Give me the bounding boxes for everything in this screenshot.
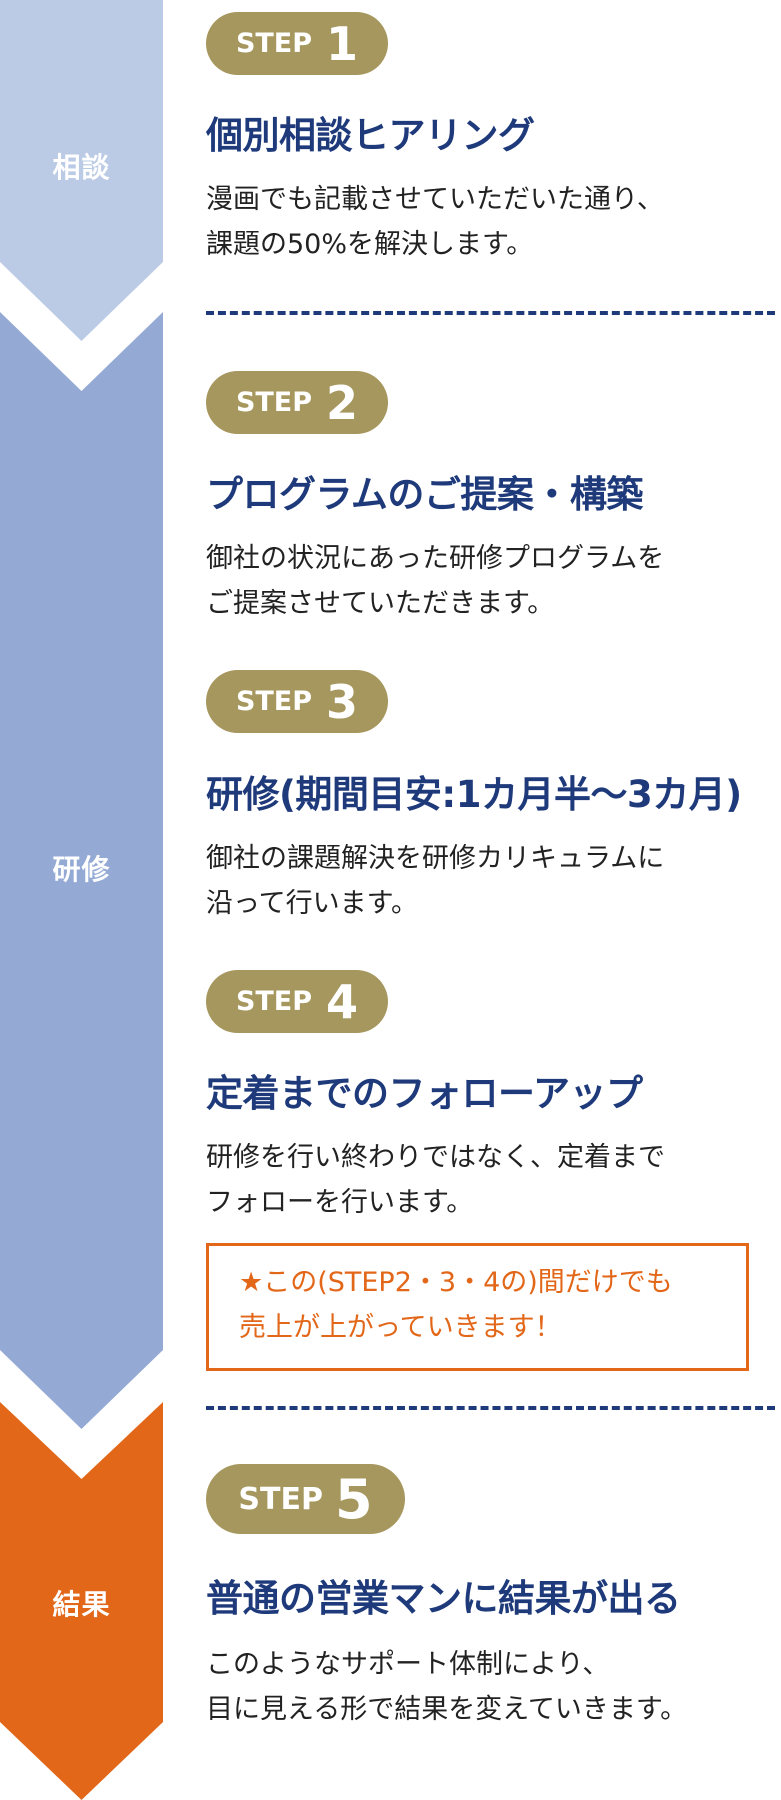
step-number: 2 <box>326 375 359 430</box>
divider-dashed <box>206 1406 775 1410</box>
phase-label-consult: 相談 <box>52 151 111 184</box>
step-number: 4 <box>326 974 359 1029</box>
divider-dashed <box>206 311 775 315</box>
step-number: 3 <box>326 674 359 729</box>
step-body-line: 漫画でも記載させていただいた通り、 <box>206 184 664 215</box>
step-body-line: 御社の課題解決を研修カリキュラムに <box>206 843 665 874</box>
step-badge-5: STEP 5 <box>206 1464 405 1534</box>
step-body-5: このようなサポート体制により、 目に見える形で結果を変えていきます。 <box>206 1642 687 1732</box>
step-title-3: 研修(期間目安:1カ月半〜3カ月) <box>206 773 742 816</box>
step-body-line: このようなサポート体制により、 <box>206 1649 610 1680</box>
note-line: ★この(STEP2・3・4の)間だけでも <box>239 1267 673 1298</box>
phase-label-result: 結果 <box>52 1588 111 1621</box>
step-title-5: 普通の営業マンに結果が出る <box>206 1577 681 1620</box>
step-word: STEP <box>238 1481 323 1517</box>
step-body-2: 御社の状況にあった研修プログラムを ご提案させていただきます。 <box>206 536 664 626</box>
phase-band-consult <box>0 0 163 342</box>
phase-band-result <box>0 1402 163 1800</box>
step-body-line: ご提案させていただきます。 <box>206 588 555 619</box>
step-badge-1: STEP 1 <box>206 12 388 75</box>
step-badge-4: STEP 4 <box>206 970 388 1033</box>
step-word: STEP <box>235 387 313 418</box>
step-title-4: 定着までのフォローアップ <box>206 1072 643 1115</box>
step-body-3: 御社の課題解決を研修カリキュラムに 沿って行います。 <box>206 836 664 926</box>
step-badge-2: STEP 2 <box>206 371 388 434</box>
step-body-line: 沿って行います。 <box>206 888 418 919</box>
step-body-line: フォローを行います。 <box>206 1187 474 1218</box>
step-body-1: 漫画でも記載させていただいた通り、 課題の50%を解決します。 <box>206 177 664 267</box>
step-body-line: 課題の50%を解決します。 <box>206 229 534 260</box>
step-badge-3: STEP 3 <box>206 670 388 733</box>
step-body-line: 目に見える形で結果を変えていきます。 <box>206 1694 688 1725</box>
step-number: 1 <box>326 16 359 71</box>
note-box: ★この(STEP2・3・4の)間だけでも 売上が上がっていきます！ <box>206 1243 749 1371</box>
step-word: STEP <box>235 986 313 1017</box>
note-text: ★この(STEP2・3・4の)間だけでも 売上が上がっていきます！ <box>239 1260 673 1350</box>
step-body-4: 研修を行い終わりではなく、定着まで フォローを行います。 <box>206 1135 665 1225</box>
note-line: 売上が上がっていきます！ <box>239 1312 562 1343</box>
step-body-line: 御社の状況にあった研修プログラムを <box>206 543 665 574</box>
step-word: STEP <box>235 28 313 59</box>
step-body-line: 研修を行い終わりではなく、定着まで <box>206 1142 665 1173</box>
phase-band-training <box>0 312 163 1430</box>
step-number: 5 <box>334 1467 373 1531</box>
step-word: STEP <box>235 686 313 717</box>
step-title-2: プログラムのご提案・構築 <box>206 473 643 516</box>
phase-label-training: 研修 <box>52 853 111 886</box>
step-title-1: 個別相談ヒアリング <box>206 114 535 157</box>
